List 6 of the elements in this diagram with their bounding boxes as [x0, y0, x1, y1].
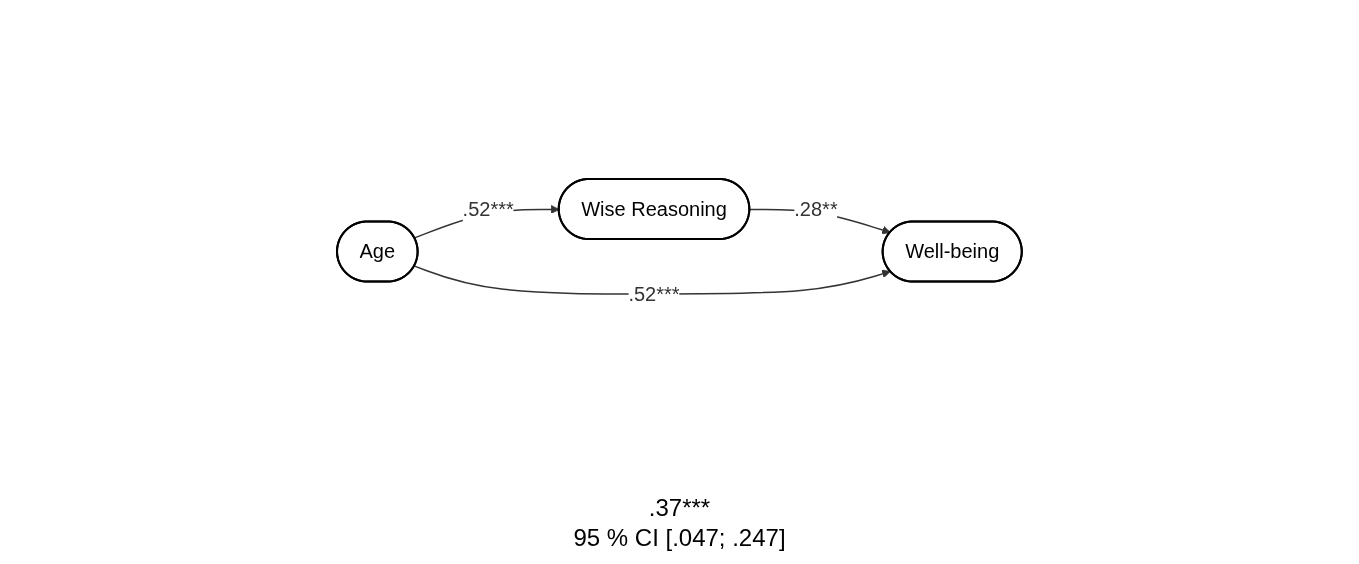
edge-label: .28** [794, 198, 838, 220]
path-coefficient-note: 95 % CI [.047; .247] [573, 524, 786, 552]
edge-label: .52*** [628, 282, 680, 305]
arrow [413, 265, 891, 295]
edge-label: .52*** [462, 198, 514, 220]
path-coefficient-note: .37*** [647, 494, 712, 522]
